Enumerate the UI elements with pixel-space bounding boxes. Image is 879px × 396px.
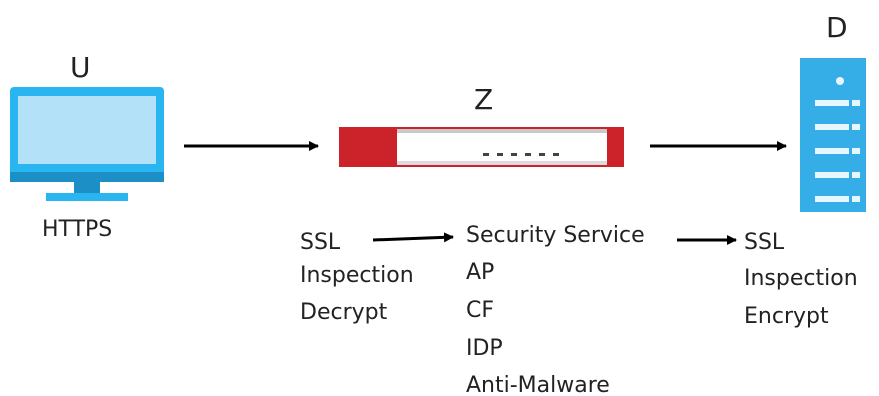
destination-letter: D [826, 11, 848, 44]
security-service-item: Anti-Malware [466, 373, 610, 396]
security-service-item: CF [466, 298, 495, 323]
security-service-item: Security Service [466, 223, 645, 248]
decrypt-step-line: SSL [300, 230, 341, 255]
encrypt-step-line: Encrypt [744, 304, 829, 329]
monitor-icon [10, 87, 164, 201]
encrypt-step-line: SSL [744, 230, 785, 255]
user-letter: U [70, 51, 91, 84]
server-icon [800, 58, 866, 212]
decrypt-step-line: Inspection [300, 263, 414, 288]
encrypt-step-line: Inspection [744, 266, 858, 291]
firewall-appliance-icon [339, 127, 624, 167]
security-service-item: AP [466, 260, 495, 285]
zywall-letter: Z [474, 83, 494, 116]
security-service-item: IDP [466, 336, 503, 361]
user-protocol-caption: HTTPS [42, 217, 113, 242]
arrow-decrypt-to-services [372, 232, 454, 243]
decrypt-step-line: Decrypt [300, 300, 388, 325]
